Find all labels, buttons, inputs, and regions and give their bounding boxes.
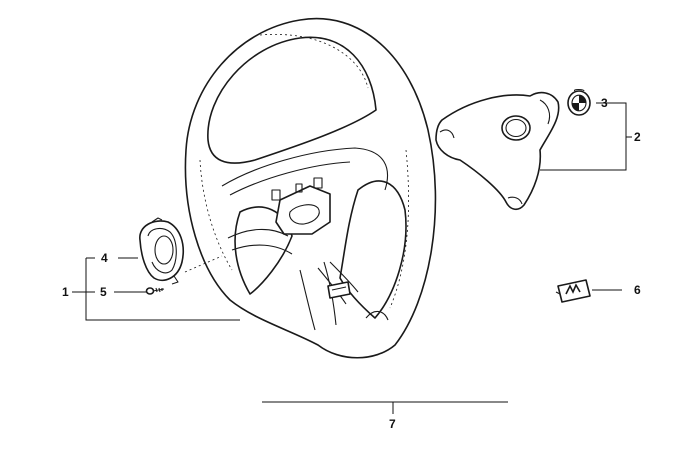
m-badge[interactable] xyxy=(555,279,591,303)
callout-1[interactable]: 1 xyxy=(62,285,69,299)
leader-lines xyxy=(72,102,632,414)
assembly-line xyxy=(184,255,223,273)
callout-5[interactable]: 5 xyxy=(100,285,107,299)
callout-3[interactable]: 3 xyxy=(601,96,608,110)
steering-wheel[interactable] xyxy=(184,17,437,359)
bmw-emblem[interactable] xyxy=(567,88,591,116)
callout-7[interactable]: 7 xyxy=(389,417,396,431)
screw[interactable] xyxy=(145,287,165,295)
callout-2[interactable]: 2 xyxy=(634,130,641,144)
callout-6[interactable]: 6 xyxy=(634,283,641,297)
callout-4[interactable]: 4 xyxy=(101,251,108,265)
slip-ring[interactable] xyxy=(139,217,184,285)
horn-pad-cover[interactable] xyxy=(435,91,560,211)
